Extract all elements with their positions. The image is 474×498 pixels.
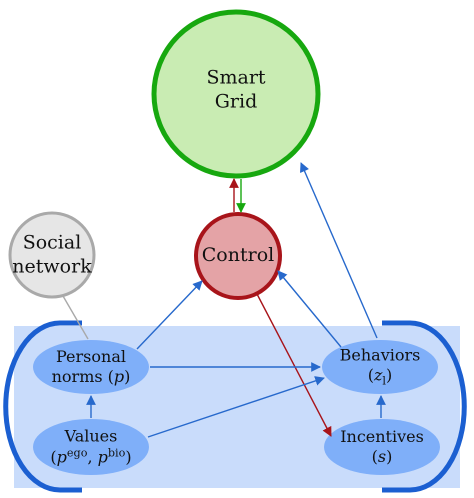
control-label: Control [202,244,274,268]
incentives-label-line-2: (s) [371,447,393,466]
edge-control-to-incentives [256,293,332,437]
edge-norms-to-control [136,280,203,350]
incentives-node [324,419,440,475]
values-node [33,419,149,475]
incentives-label-line-1: Incentives [340,427,424,446]
incentives-label: Incentives (s) [340,427,424,467]
smart-grid-label-line-2: Grid [214,90,258,112]
personal-norms-label-line-1: Personal [56,347,126,366]
control-label-line-1: Control [201,244,275,267]
edge-social-to-norms [62,295,89,340]
smart-grid-label-line-1: Smart [206,66,266,89]
social-network-label: Social network [12,231,91,279]
edge-behaviors-to-control [277,270,342,348]
edge-behaviors-to-grid [300,162,378,339]
smart-grid-label: Smart Grid [206,66,265,114]
values-label-line-1: Values [64,426,118,446]
social-network-node [8,211,96,299]
behaviors-label-line-2: (zl) [367,365,393,388]
edge-values-to-behaviors [147,376,325,438]
left-bracket [3,320,82,493]
personal-norms-label-line-2: norms (p) [51,367,131,386]
personal-norms-label: Personal norms (p) [52,347,131,387]
control-node [194,212,282,300]
behaviors-label-line-1: Behaviors [339,345,421,365]
smart-grid-node [151,9,321,179]
behaviors-label: Behaviors (zl) [340,345,421,388]
values-label-line-2: (pego, pbio) [50,446,132,467]
values-label: Values (pego, pbio) [50,426,131,467]
social-network-label-line-2: network [12,255,92,277]
behaviors-node [322,340,438,394]
personal-norms-node [33,340,149,394]
social-network-label-line-1: Social [22,231,82,254]
right-bracket [382,320,467,493]
